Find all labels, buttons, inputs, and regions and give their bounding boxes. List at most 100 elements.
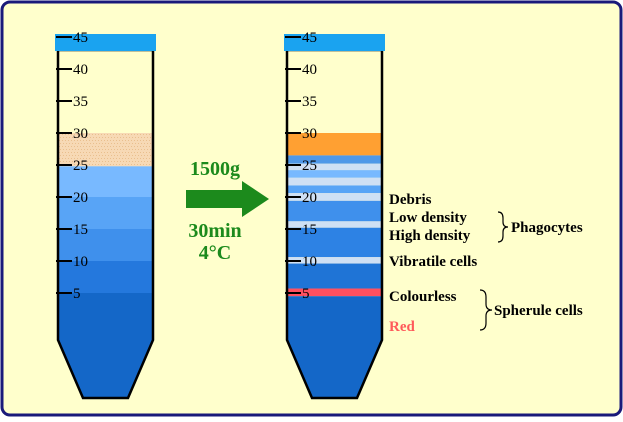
plasma-texture-dot [68, 146, 69, 147]
plasma-texture-dot [129, 137, 130, 138]
plasma-texture-dot [110, 152, 111, 153]
blue-layer-1 [58, 166, 153, 197]
scale-tick-label: 10 [73, 254, 88, 270]
plasma-texture-dot [90, 155, 91, 156]
plasma-texture-dot [135, 137, 136, 138]
plasma-texture-dot [114, 149, 115, 150]
plasma-texture-dot [110, 146, 111, 147]
plasma-texture-dot [65, 134, 66, 135]
scale-tick-label: 40 [73, 62, 88, 78]
plasma-texture-dot [116, 152, 117, 153]
plasma-texture-dot [122, 164, 123, 165]
plasma-texture-dot [90, 149, 91, 150]
plasma-texture-dot [84, 161, 85, 162]
plasma-texture-dot [83, 164, 84, 165]
plasma-texture-dot [95, 152, 96, 153]
plasma-texture-dot [150, 149, 151, 150]
plasma-texture-dot [71, 146, 72, 147]
plasma-texture-dot [80, 164, 81, 165]
plasma-texture-dot [60, 143, 61, 144]
plasma-texture-dot [119, 164, 120, 165]
colourless-label: Colourless [389, 289, 457, 305]
plasma-texture-dot [108, 161, 109, 162]
plasma-texture-dot [123, 155, 124, 156]
plasma-texture-dot [99, 143, 100, 144]
plasma-texture-dot [80, 140, 81, 141]
plasma-texture-dot [110, 140, 111, 141]
plasma-texture-dot [86, 158, 87, 159]
plasma-texture-dot [86, 134, 87, 135]
plasma-texture-dot [75, 161, 76, 162]
plasma-texture-dot [80, 134, 81, 135]
plasma-texture-dot [123, 149, 124, 150]
plasma-texture-dot [66, 155, 67, 156]
plasma-texture-dot [77, 146, 78, 147]
plasma-texture-dot [110, 158, 111, 159]
plasma-texture-dot [144, 143, 145, 144]
plasma-texture-dot [60, 161, 61, 162]
scale-tick-label: 25 [73, 158, 88, 174]
plasma-texture-dot [65, 146, 66, 147]
plasma-texture-dot [138, 149, 139, 150]
plasma-texture-dot [129, 143, 130, 144]
plasma-texture-dot [111, 137, 112, 138]
plasma-texture-dot [101, 140, 102, 141]
plasma-texture-dot [144, 155, 145, 156]
plasma-texture-dot [143, 134, 144, 135]
plasma-texture-dot [147, 137, 148, 138]
plasma-texture-dot [63, 155, 64, 156]
plasma-texture-dot [89, 158, 90, 159]
plasma-texture-dot [92, 164, 93, 165]
plasma-texture-dot [98, 158, 99, 159]
phagocytes-label: Phagocytes [511, 220, 583, 236]
scale-tick-label: 35 [302, 94, 317, 110]
plasma-texture-dot [146, 134, 147, 135]
plasma-texture-dot [71, 158, 72, 159]
plasma-texture-dot [96, 143, 97, 144]
plasma-texture-dot [65, 140, 66, 141]
plasma-texture-dot [95, 140, 96, 141]
plasma-texture-dot [119, 134, 120, 135]
plasma-texture-dot [140, 158, 141, 159]
plasma-texture-dot [137, 146, 138, 147]
scale-tick-label: 15 [73, 222, 88, 238]
plasma-texture-dot [126, 161, 127, 162]
plasma-texture-dot [75, 149, 76, 150]
plasma-texture-dot [86, 152, 87, 153]
light-band-1 [287, 163, 382, 171]
blue-layer-d [287, 200, 382, 222]
blue-layer-3 [58, 229, 153, 261]
plasma-texture-dot [83, 146, 84, 147]
plasma-texture-dot [134, 146, 135, 147]
scale-tick-label: 20 [73, 190, 88, 206]
band-labels: Debris Low density High density Vibratil… [389, 192, 583, 335]
plasma-texture-dot [114, 155, 115, 156]
scale-tick-label: 20 [302, 190, 317, 206]
plasma-texture-dot [119, 140, 120, 141]
plasma-texture-dot [80, 158, 81, 159]
plasma-texture-dot [92, 134, 93, 135]
debris-label: Debris [389, 192, 432, 208]
plasma-texture-dot [62, 152, 63, 153]
plasma-texture-dot [102, 137, 103, 138]
plasma-texture-dot [89, 134, 90, 135]
plasma-texture-dot [105, 137, 106, 138]
scale-tick-label: 40 [302, 62, 317, 78]
plasma-texture-dot [120, 149, 121, 150]
plasma-texture-dot [108, 155, 109, 156]
plasma-texture-dot [111, 155, 112, 156]
plasma-texture-dot [78, 137, 79, 138]
plasma-texture-dot [93, 143, 94, 144]
tube-cap [55, 34, 156, 51]
plasma-texture-dot [120, 137, 121, 138]
plasma-texture-dot [59, 158, 60, 159]
plasma-texture-dot [95, 146, 96, 147]
plasma-texture-dot [90, 143, 91, 144]
plasma-texture-dot [68, 134, 69, 135]
plasma-texture-dot [104, 152, 105, 153]
plasma-texture-dot [87, 143, 88, 144]
plasma-texture-dot [63, 137, 64, 138]
plasma-texture-dot [137, 158, 138, 159]
